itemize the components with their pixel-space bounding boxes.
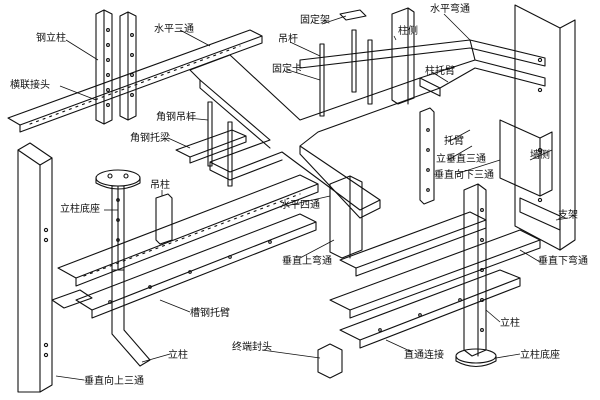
label-vertical-down-elbow: 垂直向下三通 — [434, 170, 494, 181]
lower-right-tray — [329, 229, 541, 349]
upper-right-tray — [299, 39, 546, 89]
angle-hanger-assembly — [175, 101, 247, 187]
label-column-base: 立柱底座 — [60, 204, 100, 215]
label-column-b: 立柱 — [168, 350, 188, 361]
vertical-up-elbow — [329, 175, 487, 277]
label-down-tee: 立垂直三通 — [436, 154, 486, 165]
label-vertical-up-elbow: 垂直上弯通 — [282, 256, 332, 267]
label-hanger-rod: 吊杆 — [278, 34, 298, 45]
lower-left-tray — [57, 174, 319, 287]
steel-column-top-left-2 — [119, 11, 137, 121]
upper-tray — [7, 29, 263, 133]
right-vertical-elbow — [499, 119, 561, 231]
left-wall-column — [17, 142, 53, 393]
label-vertical-up-tee: 垂直向上三通 — [84, 376, 144, 387]
label-frame: 墙侧 — [530, 150, 550, 161]
steel-column-top-left — [95, 9, 113, 125]
column-base-left — [95, 169, 141, 271]
right-wall-column — [514, 4, 576, 251]
label-straight-connector: 直通连接 — [404, 350, 444, 361]
label-horizontal-cross: 水平四通 — [280, 200, 320, 211]
label-vertical-down-bend: 垂直下弯通 — [538, 256, 588, 267]
label-fixed-frame: 固定架 — [300, 15, 330, 26]
lower-left-tray-2 — [75, 213, 317, 319]
label-fixed-clamp: 固定卡 — [272, 64, 302, 75]
label-hanger-post: 吊柱 — [150, 180, 170, 191]
label-column-bracket: 柱托臂 — [425, 66, 455, 77]
label-cross-arm-joint: 横联接头 — [10, 80, 50, 91]
label-steel-column: 钢立柱 — [36, 33, 66, 44]
label-upright: 立柱 — [500, 318, 520, 329]
label-horizontal-elbow: 水平弯通 — [430, 4, 470, 15]
label-horizontal-tee: 水平三通 — [154, 24, 194, 35]
label-bracket-arm: 托臂 — [444, 136, 464, 147]
left-elbow-stub — [51, 289, 93, 309]
end-cap — [317, 343, 343, 379]
label-channel-bracket: 槽钢托臂 — [190, 308, 230, 319]
leader-lines — [55, 13, 569, 381]
label-support: 支架 — [558, 210, 578, 221]
right-upright-column — [455, 183, 497, 368]
hanger-columns — [319, 7, 435, 205]
hanger-post — [155, 193, 173, 245]
label-angle-bracket: 角钢托梁 — [130, 133, 170, 144]
label-angle-hanger: 角钢吊杆 — [156, 112, 196, 123]
label-upright-base: 立柱底座 — [520, 350, 560, 361]
label-column: 柱侧 — [398, 26, 418, 37]
label-end-cap: 终端封头 — [232, 342, 272, 353]
